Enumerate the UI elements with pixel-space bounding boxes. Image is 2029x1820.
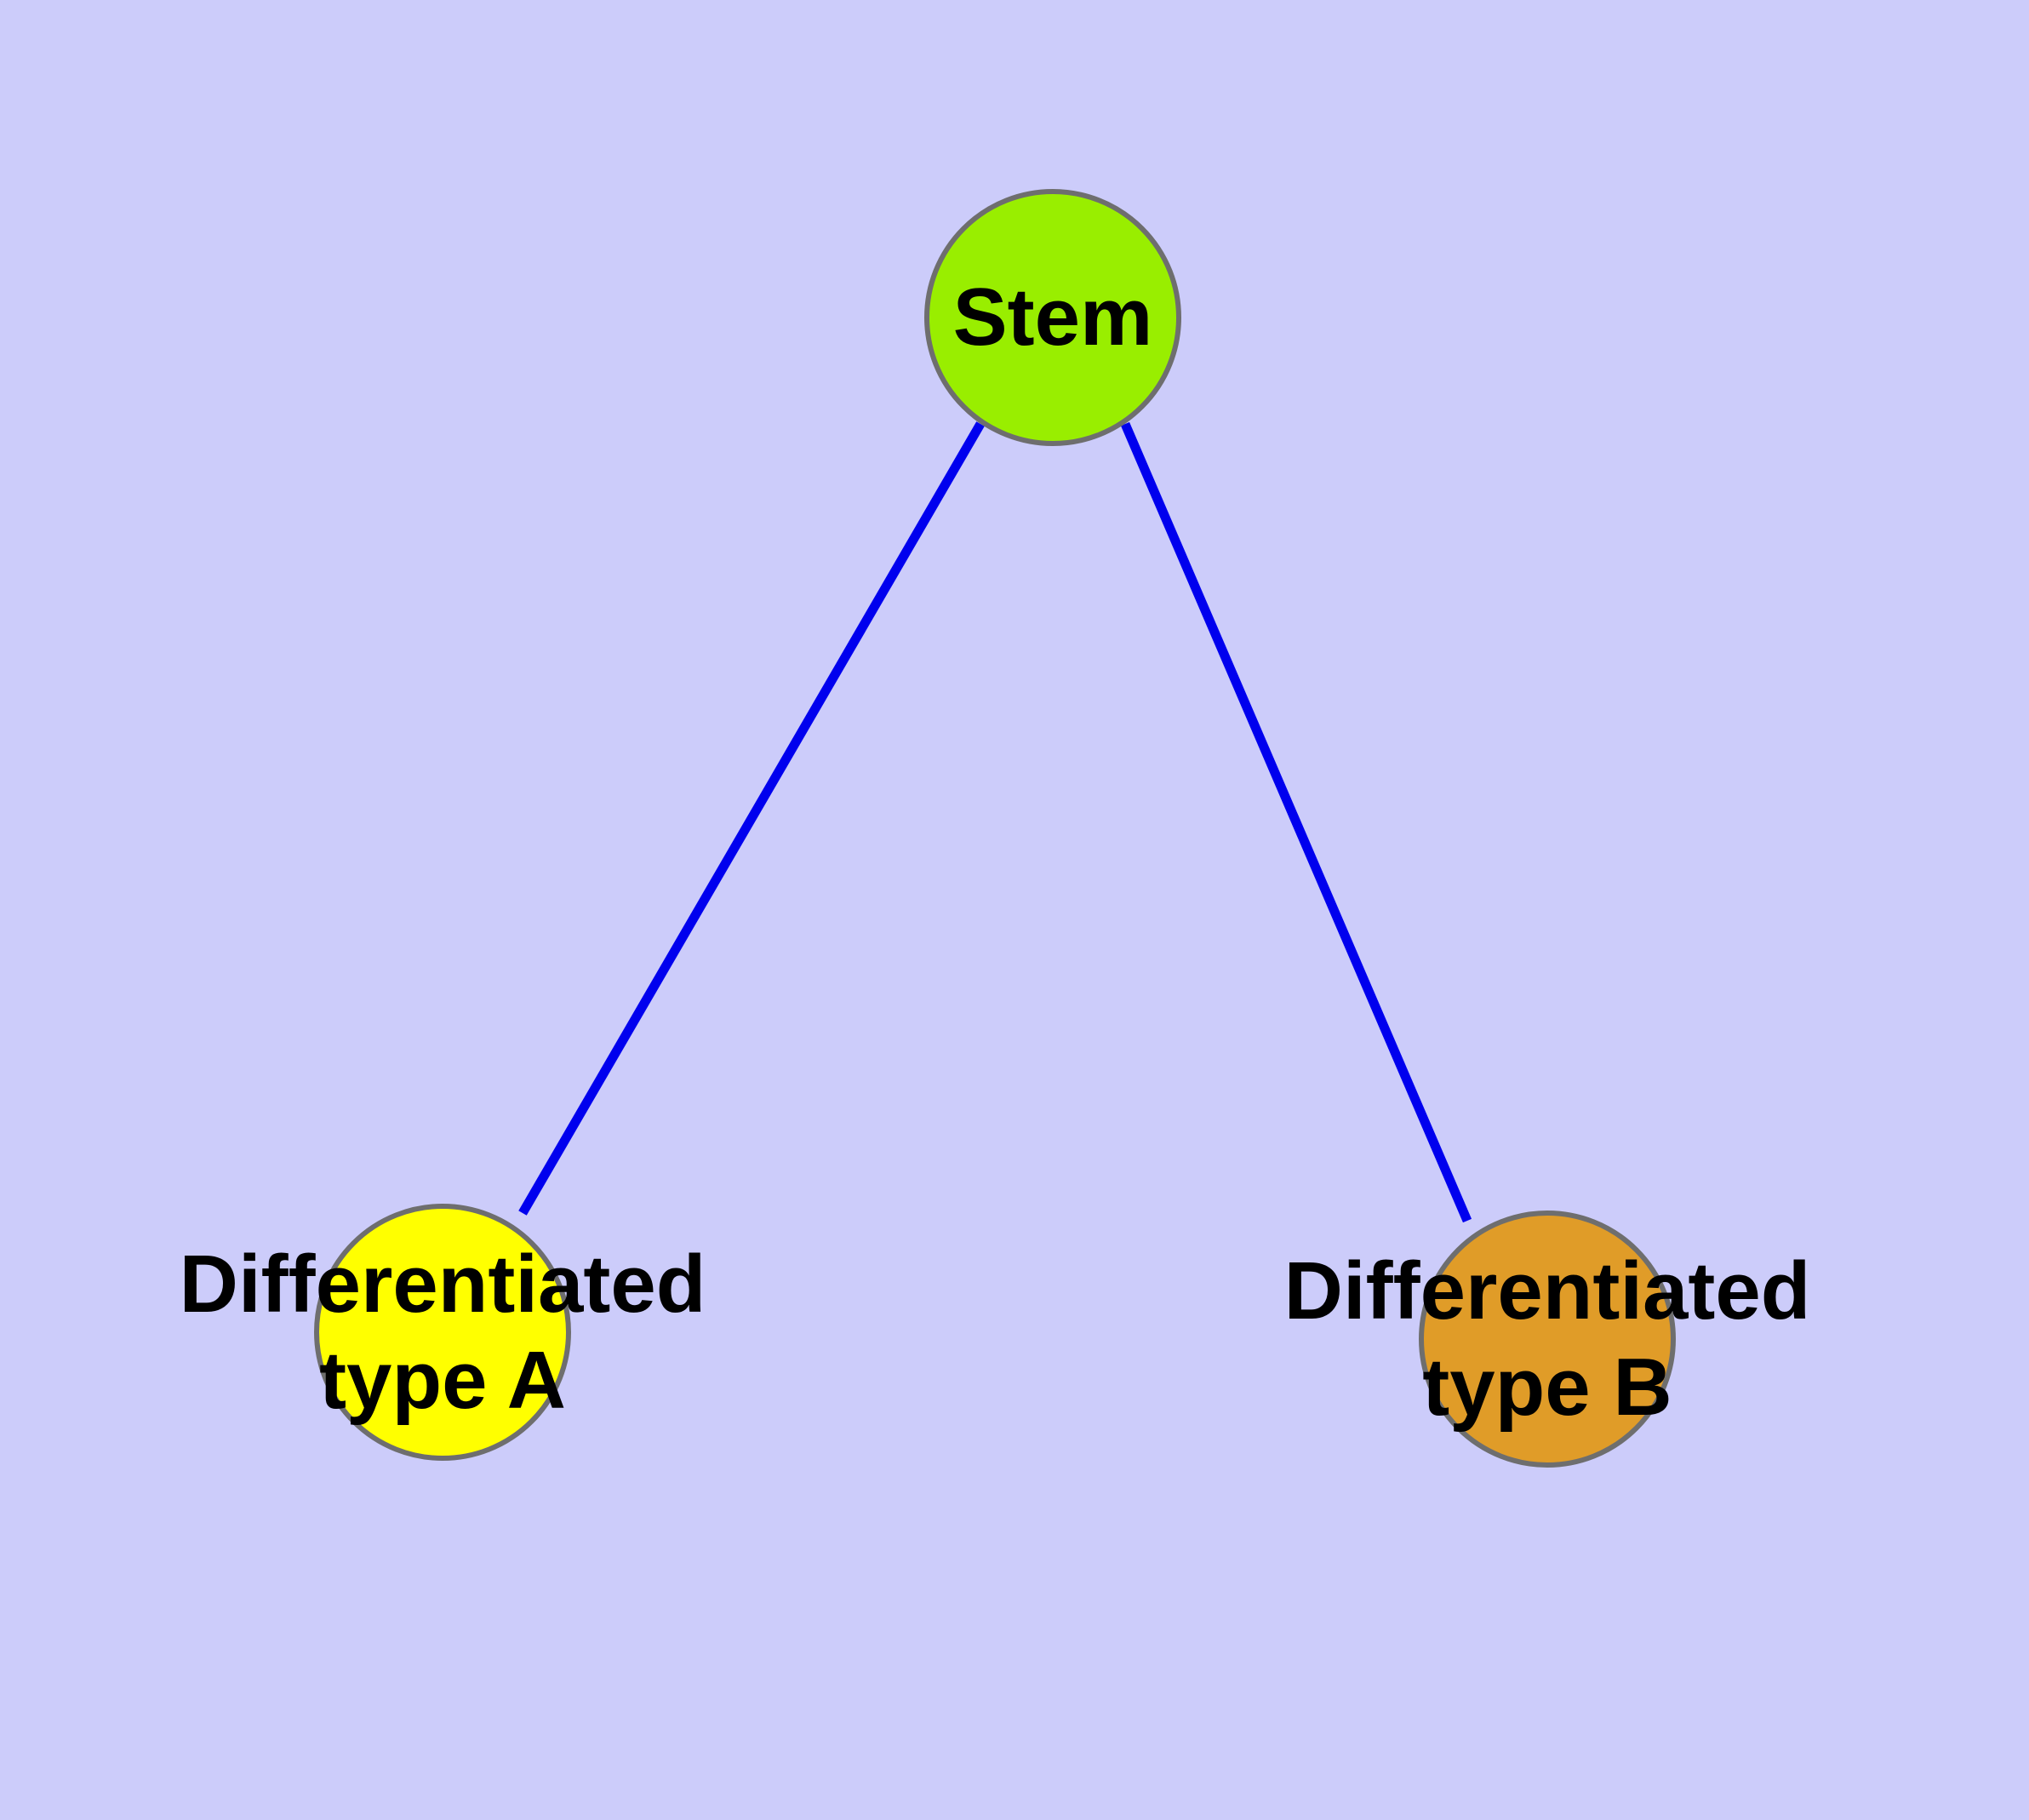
edge-stem-to-b[interactable] (1120, 421, 1472, 1223)
node-differentiated-type-a[interactable] (314, 1204, 571, 1461)
node-stem[interactable] (924, 189, 1181, 446)
edge-stem-to-a[interactable] (518, 421, 985, 1216)
node-differentiated-type-b[interactable] (1419, 1210, 1676, 1468)
